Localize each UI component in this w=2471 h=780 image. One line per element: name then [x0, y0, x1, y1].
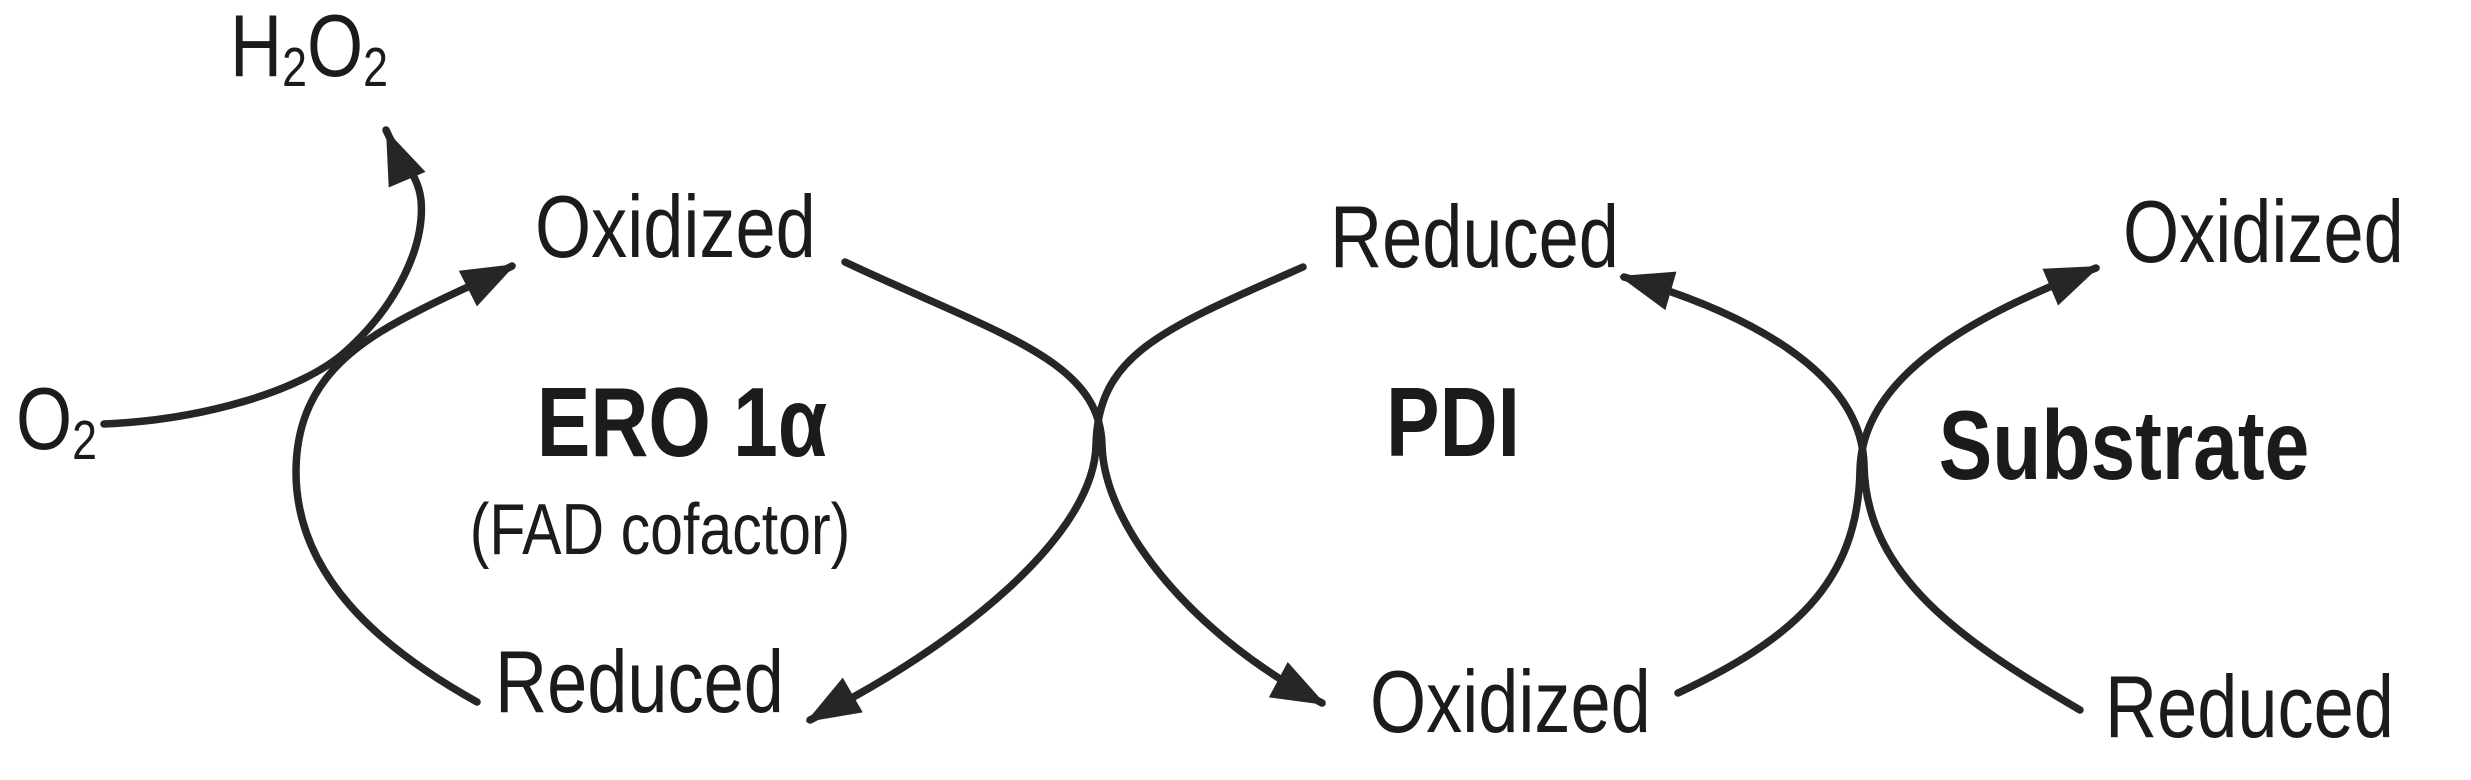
arrowhead-pdi-reduced — [1619, 271, 1677, 311]
ero1a-cofactor-note: (FAD cofactor) — [469, 490, 851, 570]
substrate-oxidized-label: Oxidized — [2123, 182, 2404, 281]
arrow-ero1a-oxidized-to-pdi-oxidized — [841, 258, 1326, 707]
arrowhead-ero1a-oxidized — [458, 264, 516, 307]
substrate-title: Substrate — [1938, 390, 2310, 500]
substrate-reduced-label: Reduced — [2105, 657, 2394, 756]
ero1a-title: ERO 1α — [536, 367, 828, 477]
arrowhead-ero1a-reduced — [806, 677, 863, 722]
o2-label: O2 — [16, 369, 98, 471]
arrow-pdi-reduced-to-ero1a-reduced — [806, 263, 1307, 724]
arrowhead-h2o2 — [386, 130, 426, 188]
arrow-o2-to-h2o2 — [100, 126, 426, 428]
h2o2-label: H2O2 — [230, 0, 389, 98]
arrow-pdi-oxidized-to-substrate-oxidized — [1674, 264, 2100, 697]
arrowhead-substrate-oxidized — [2042, 266, 2100, 306]
arrowhead-pdi-oxidized — [1268, 661, 1326, 705]
pdi-reduced-label: Reduced — [1330, 187, 1619, 286]
ero1a-oxidized-label: Oxidized — [535, 177, 816, 276]
arrow-substrate-reduced-to-pdi-reduced — [1620, 273, 2084, 714]
arrow-ero1a-reduced-to-oxidized — [292, 262, 516, 706]
pdi-oxidized-label: Oxidized — [1370, 652, 1651, 751]
pdi-title: PDI — [1386, 367, 1520, 477]
ero1a-reduced-label: Reduced — [495, 632, 784, 731]
